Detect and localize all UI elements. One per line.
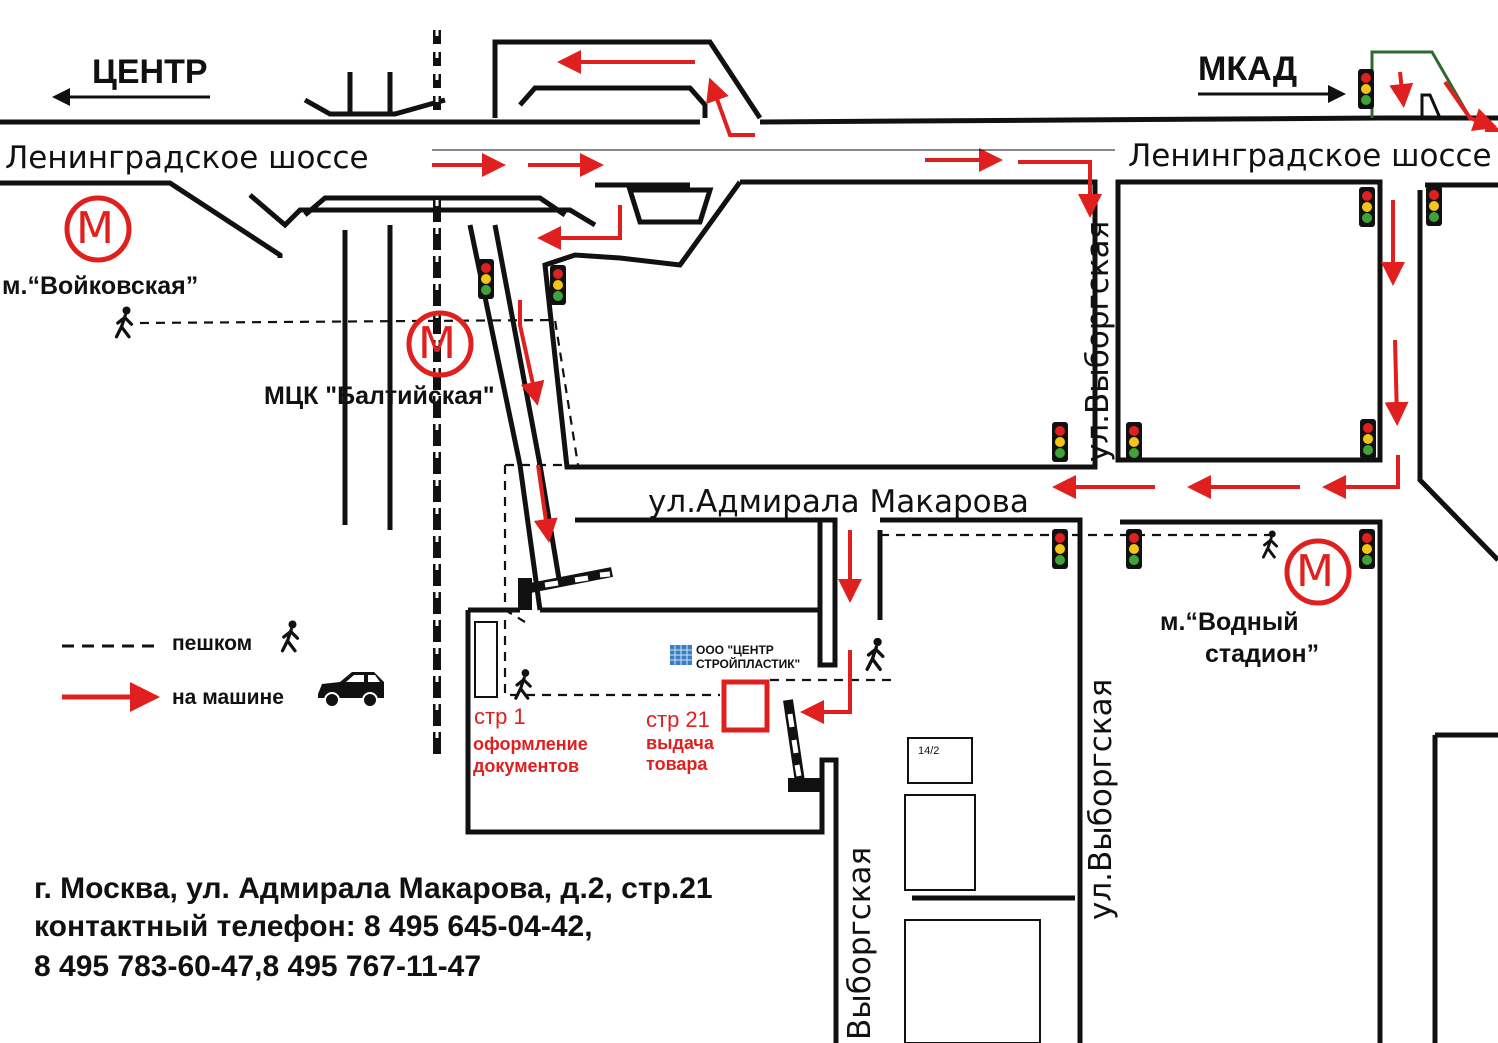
walker-icon bbox=[114, 304, 134, 339]
traffic-light-icon bbox=[1359, 529, 1375, 569]
traffic-light-icon bbox=[1052, 422, 1068, 462]
metro-symbol: М bbox=[76, 203, 114, 254]
metro-symbol: М bbox=[1296, 546, 1334, 597]
walker-icon bbox=[865, 636, 885, 671]
traffic-light-icon bbox=[550, 265, 566, 305]
company-logo-icon bbox=[670, 645, 692, 665]
metro-icon bbox=[64, 195, 1352, 606]
building-str21-desc-line2: товара bbox=[646, 754, 708, 774]
building-str21-desc-line1: выдача bbox=[646, 733, 714, 753]
legend-graphics bbox=[62, 644, 160, 712]
footer-phone-line1: контактный телефон: 8 495 645-04-42, bbox=[34, 910, 593, 943]
footer-address: г. Москва, ул. Адмирала Макарова, д.2, с… bbox=[34, 872, 713, 905]
car-icon bbox=[318, 672, 384, 708]
metro-symbol: М bbox=[418, 318, 456, 369]
traffic-light-icon bbox=[1359, 187, 1375, 227]
house-number-label: 14/2 bbox=[918, 745, 940, 757]
company-name-line2: СТРОЙПЛАСТИК" bbox=[696, 657, 801, 671]
traffic-light-icon bbox=[1126, 529, 1142, 569]
street-leningradskoe-right: Ленинградское шоссе bbox=[1128, 138, 1492, 174]
building-str1-desc-line2: документов bbox=[473, 756, 580, 776]
footer-phone-line2: 8 495 783-60-47,8 495 767-11-47 bbox=[34, 950, 482, 983]
street-vyborgskaya-bottom-left: Выборгская bbox=[842, 846, 878, 1040]
building-str21-label: стр 21 bbox=[646, 707, 710, 732]
company-name-line1: ООО "ЦЕНТР bbox=[696, 643, 774, 657]
walking-paths bbox=[139, 318, 1280, 697]
street-admirala-makarova: ул.Адмирала Макарова bbox=[648, 484, 1029, 520]
direction-center: ЦЕНТР bbox=[92, 53, 208, 91]
roads bbox=[0, 39, 1498, 1043]
traffic-light-icon bbox=[1360, 419, 1376, 459]
traffic-light-icon bbox=[478, 259, 494, 299]
buildings bbox=[474, 621, 1041, 1043]
car-routes bbox=[432, 50, 1498, 724]
walker-icon bbox=[280, 618, 300, 653]
legend-walk-label: пешком bbox=[172, 632, 253, 655]
street-vyborgskaya-top: ул.Выборгская bbox=[1080, 220, 1116, 462]
walker-icon bbox=[514, 667, 532, 700]
metro-vodny-label-line1: м.“Водный bbox=[1160, 608, 1299, 636]
gate-barriers bbox=[518, 567, 820, 792]
metro-voykovskaya-label: м.“Войковская” bbox=[2, 272, 199, 300]
street-leningradskoe-left: Ленинградское шоссе bbox=[5, 140, 369, 176]
direction-mkad: МКАД bbox=[1198, 50, 1298, 88]
building-str1-label: стр 1 bbox=[474, 704, 526, 729]
traffic-light-icon bbox=[1358, 69, 1374, 109]
traffic-light-icon bbox=[1426, 186, 1442, 226]
metro-vodny-label-line2: стадион” bbox=[1205, 640, 1320, 668]
traffic-light-icon bbox=[1126, 422, 1142, 462]
legend-car-label: на машине bbox=[172, 686, 284, 709]
direction-arrows bbox=[52, 85, 1346, 106]
traffic-light-icon bbox=[1052, 529, 1068, 569]
metro-baltiyskaya-label: МЦК "Балтийская" bbox=[264, 382, 495, 410]
str21-marker bbox=[721, 679, 770, 733]
building-str1-desc-line1: оформление bbox=[473, 734, 588, 754]
street-vyborgskaya-bottom-right: ул.Выборгская bbox=[1083, 678, 1119, 920]
